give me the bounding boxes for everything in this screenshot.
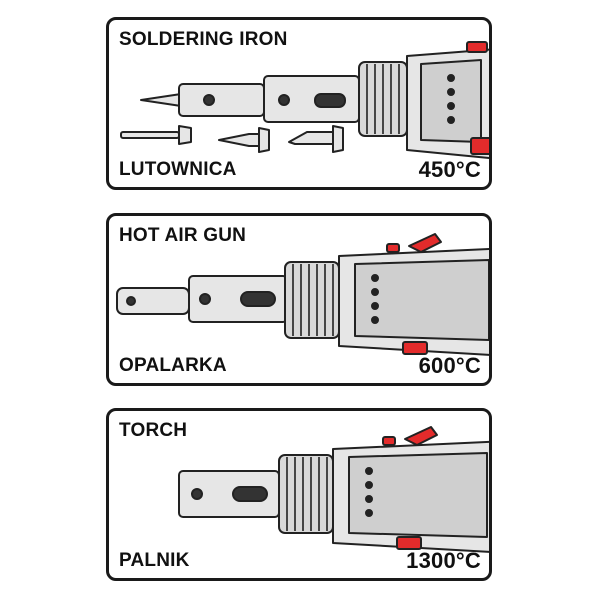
subtitle: PALNIK [119, 550, 190, 571]
torch-panel: TORCH PALNIK 1300°C [106, 408, 492, 581]
title: HOT AIR GUN [119, 225, 247, 246]
red-switch [466, 41, 488, 53]
red-button [470, 137, 489, 155]
soldering-iron-illustration [120, 41, 489, 160]
tip-bevel [288, 131, 334, 145]
tip-needle [120, 131, 180, 139]
temperature: 450°C [418, 157, 481, 182]
torch-illustration [178, 426, 489, 553]
red-trigger [408, 233, 442, 253]
hot-air-gun-panel: HOT AIR GUN OPALARKA 600°C [106, 213, 492, 386]
soldering-iron-panel: SOLDERING IRON LUTOWNICA 450°C [106, 17, 492, 190]
temperature: 600°C [418, 353, 481, 378]
red-button [402, 341, 428, 355]
red-button [396, 536, 422, 550]
barrel-front [178, 83, 265, 117]
tip-chisel [218, 133, 260, 147]
subtitle: OPALARKA [119, 355, 227, 376]
temperature: 1300°C [406, 548, 481, 573]
soldering-tip [140, 93, 182, 107]
red-trigger [404, 426, 438, 446]
title: SOLDERING IRON [119, 29, 288, 50]
hot-air-gun-illustration [116, 233, 489, 356]
title: TORCH [119, 420, 188, 441]
subtitle: LUTOWNICA [119, 159, 237, 180]
